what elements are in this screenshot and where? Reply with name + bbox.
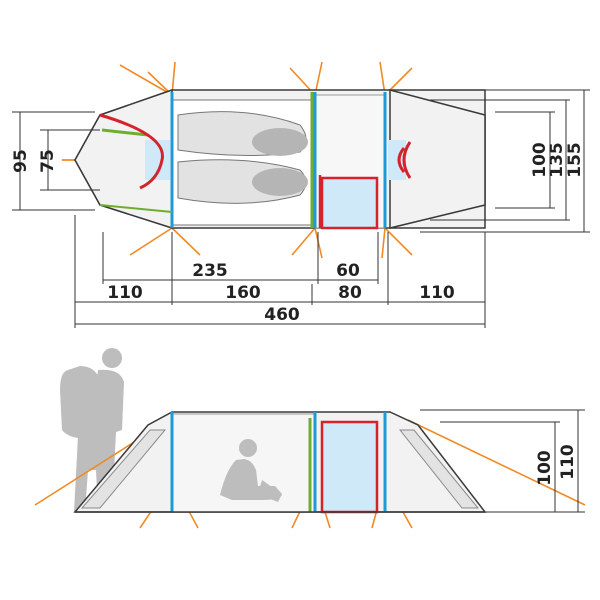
top-view: 95 75 100 135 155 235 60 — [11, 61, 590, 328]
backpack — [60, 366, 100, 439]
dim-label-height-100: 100 — [535, 450, 555, 486]
pole-green — [101, 128, 149, 137]
guy-line — [291, 227, 316, 256]
dim-label-60: 60 — [336, 261, 360, 281]
guy-line — [384, 227, 413, 256]
dim-label-160: 160 — [225, 283, 261, 303]
sleeping-bag-shape — [252, 128, 308, 156]
dim-label-460: 460 — [264, 305, 300, 325]
pole-red-left — [99, 113, 164, 190]
guy-line — [129, 227, 173, 256]
dim-label-80: 80 — [338, 283, 362, 303]
side-view: 100 110 — [34, 348, 586, 529]
dim-label-135: 135 — [547, 142, 567, 178]
pole-red-right — [402, 141, 412, 179]
door-panel-side — [320, 420, 379, 514]
dim-label-110-right: 110 — [419, 283, 455, 303]
guy-line — [171, 227, 201, 256]
dim-label-height-110: 110 — [558, 444, 578, 480]
top-dimensions: 95 75 100 135 155 235 60 — [11, 89, 590, 328]
person-legs — [258, 480, 282, 502]
sitting-person — [220, 439, 282, 502]
vestibule-panel-left — [80, 429, 167, 509]
dim-label-100: 100 — [530, 142, 550, 178]
vestibule-right-top — [389, 89, 486, 229]
pole-green — [99, 204, 173, 213]
pole-red-right — [397, 147, 406, 173]
dim-label-75: 75 — [38, 149, 58, 173]
guy-line — [119, 64, 173, 96]
person-head — [102, 348, 122, 368]
vestibule-panel-right — [398, 429, 480, 509]
dim-label-235: 235 — [192, 261, 228, 281]
dim-label-95: 95 — [11, 149, 31, 173]
dim-label-155: 155 — [565, 142, 585, 178]
door-panel-top — [320, 176, 379, 230]
guy-line — [381, 227, 386, 259]
person-head — [239, 439, 257, 457]
dim-label-110-left: 110 — [107, 283, 143, 303]
sleeping-bag-shape — [252, 168, 308, 196]
